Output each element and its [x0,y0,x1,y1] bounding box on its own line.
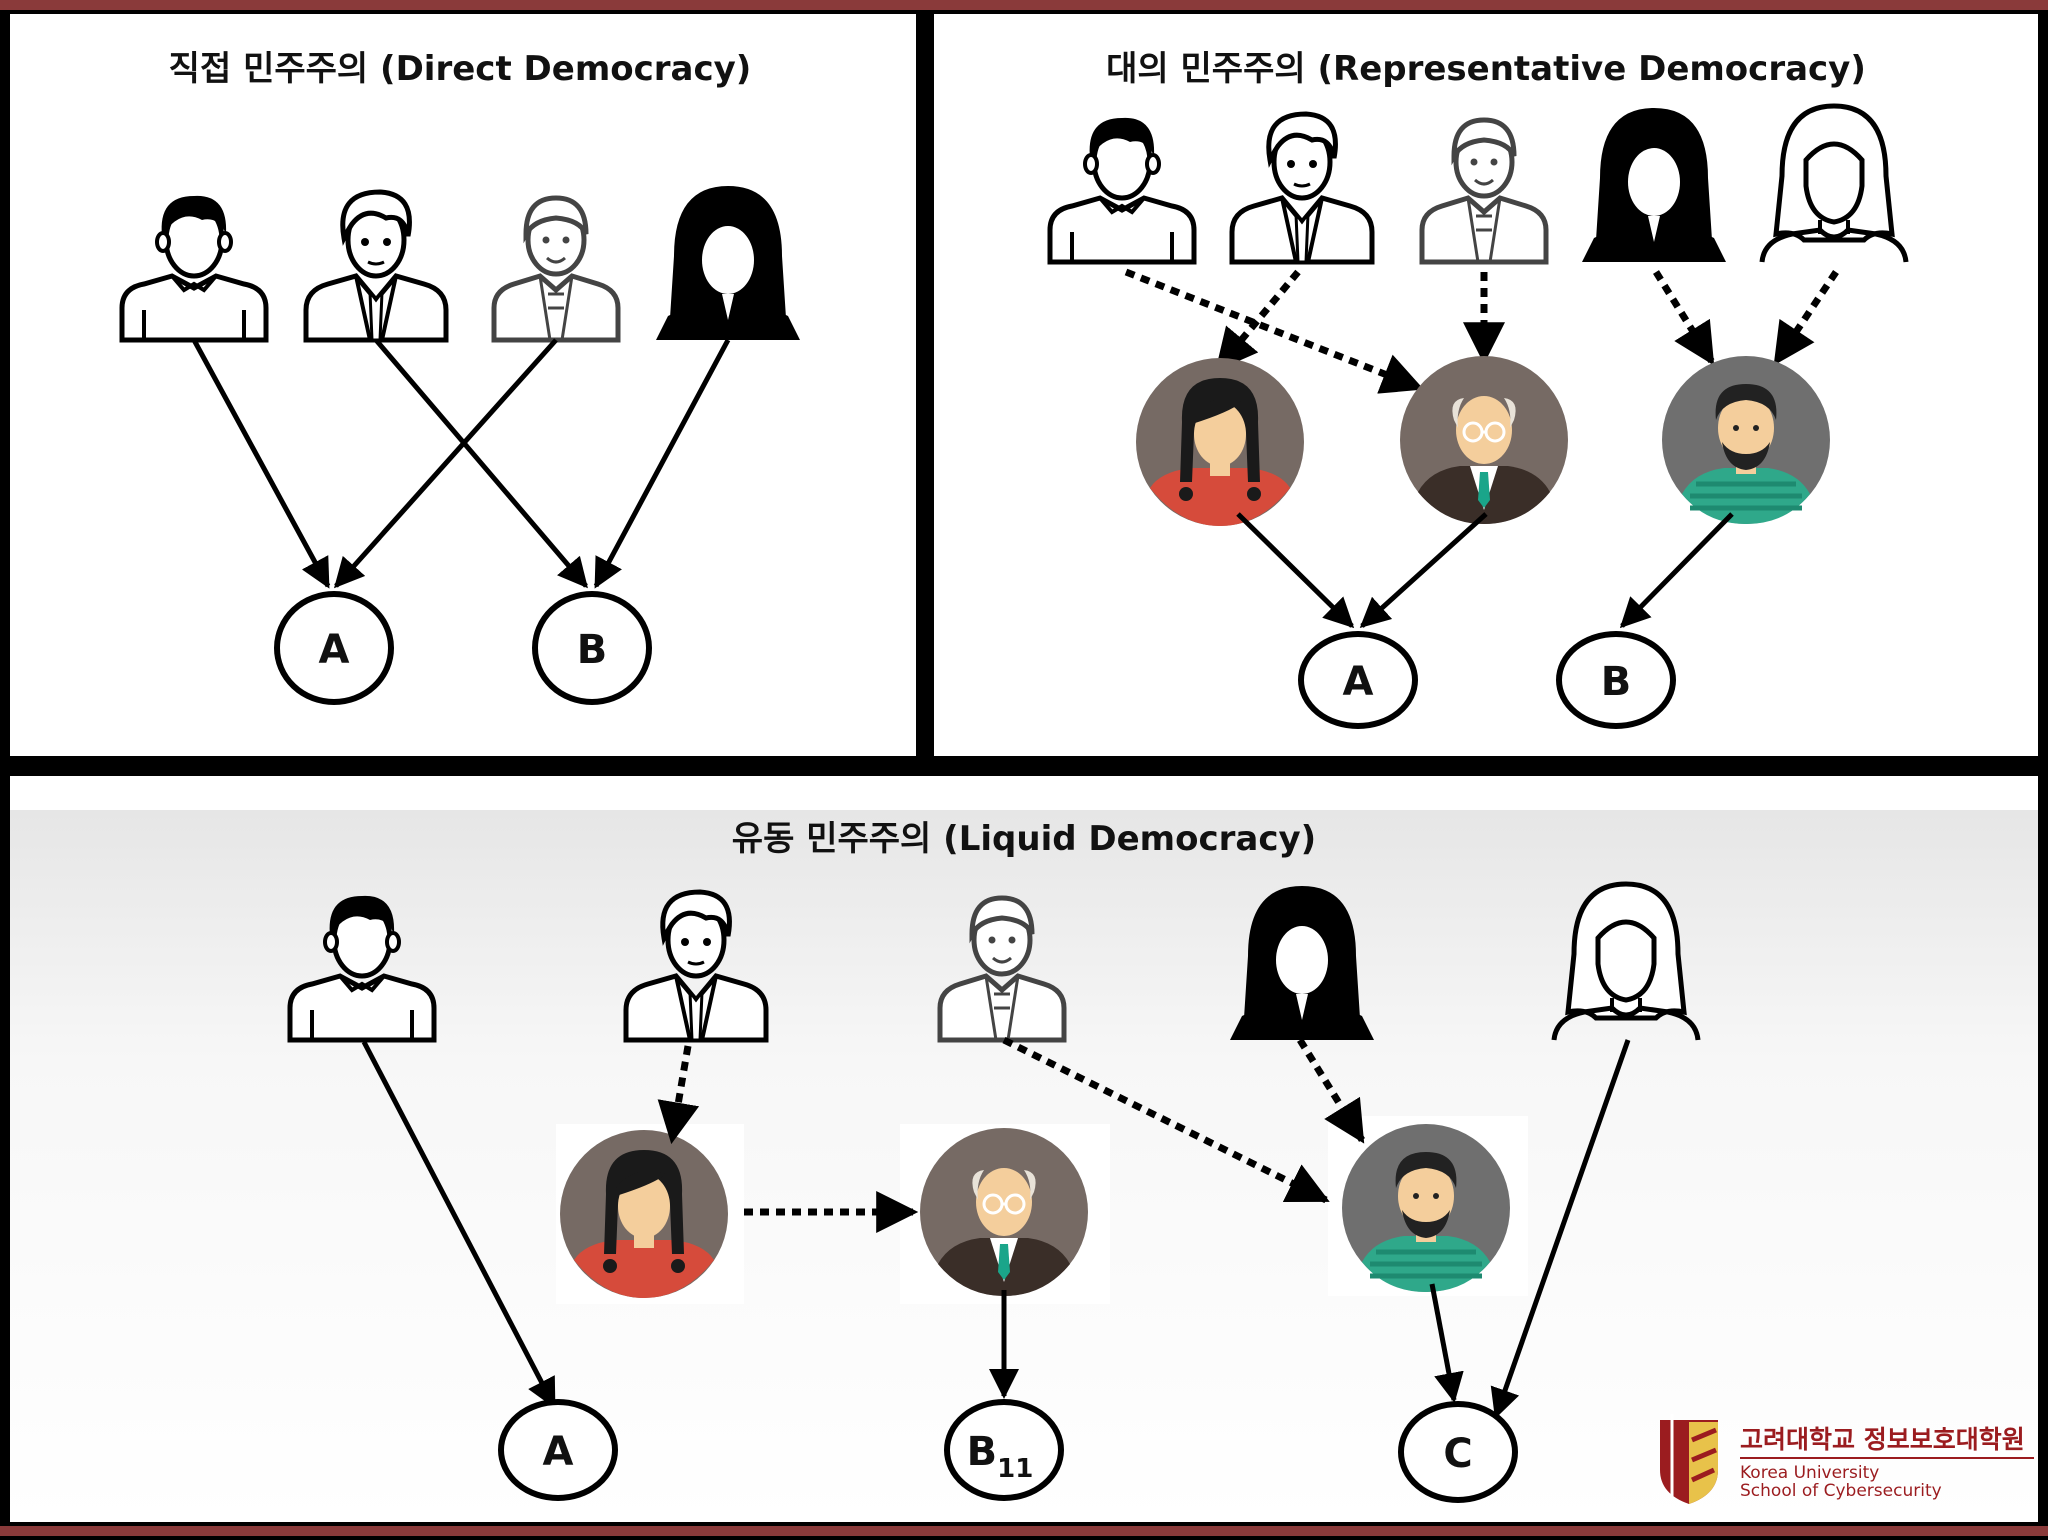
outcome-node-c [1398,1401,1518,1503]
outcome-label-a: A [319,627,350,673]
delegate-girl-braids-avatar-icon [560,1130,728,1298]
delegate-elderly-man-avatar-icon [1398,354,1570,526]
panel-direct-democracy: 직접 민주주의 (Direct Democracy) A B [10,14,916,756]
outcome-node-a [274,591,394,705]
delegate-elderly-man-avatar-icon [918,1126,1090,1298]
vote-arrow [334,338,558,589]
delegation-arrow [1124,268,1424,394]
delegate-bearded-man-avatar-icon [1662,356,1830,524]
logo-english-name-1: Korea University [1740,1463,1879,1483]
delegation-arrow [1002,1036,1330,1204]
vote-arrow [1490,1039,1631,1419]
outcome-node-b [944,1399,1064,1501]
outcome-label-a: A [543,1429,574,1475]
outcome-node-b [1556,631,1676,729]
bottom-accent-bar [0,1526,2048,1536]
outcome-label-b: B [1601,659,1632,705]
outcome-label-a: A [1343,659,1374,705]
vote-arrow [191,338,331,589]
vote-arrow [1429,1283,1464,1403]
outcome-label-c: C [1443,1431,1472,1477]
vote-arrow [374,338,588,589]
vote-arrow [1619,512,1734,629]
vote-arrow [593,338,731,589]
panel-representative-democracy: 대의 민주주의 (Representative Democracy) A B [934,14,2038,756]
outcome-label-b: B11 [967,1429,1034,1484]
university-logo: 고려대학교 정보보호대학원 Korea University School of… [1660,1414,2034,1504]
outcome-node-b [532,591,652,705]
logo-english-name-2: School of Cybersecurity [1740,1481,1942,1501]
panel-direct-title: 직접 민주주의 (Direct Democracy) [169,49,752,89]
panel-liquid-democracy: 유동 민주주의 (Liquid Democracy) A B11 [10,776,2038,1522]
panel-liquid-title: 유동 민주주의 (Liquid Democracy) [732,819,1316,859]
delegation-arrow [1773,270,1839,366]
delegation-arrow [1215,269,1301,372]
logo-korean-name: 고려대학교 정보보호대학원 [1740,1425,2025,1454]
vote-arrow [1236,512,1355,629]
top-accent-bar [0,0,2048,10]
outcome-label-b: B [577,627,608,673]
outcome-node-a [498,1399,618,1501]
delegate-girl-braids-avatar-icon [1136,358,1304,526]
delegation-arrow [1297,1038,1365,1144]
outcome-node-a [1298,631,1418,729]
panel-representative-title: 대의 민주주의 (Representative Democracy) [1106,49,1866,89]
delegation-arrow [1653,270,1715,366]
vote-arrow [1359,512,1488,629]
delegate-bearded-man-avatar-icon [1342,1124,1510,1292]
vote-arrow [361,1040,557,1409]
